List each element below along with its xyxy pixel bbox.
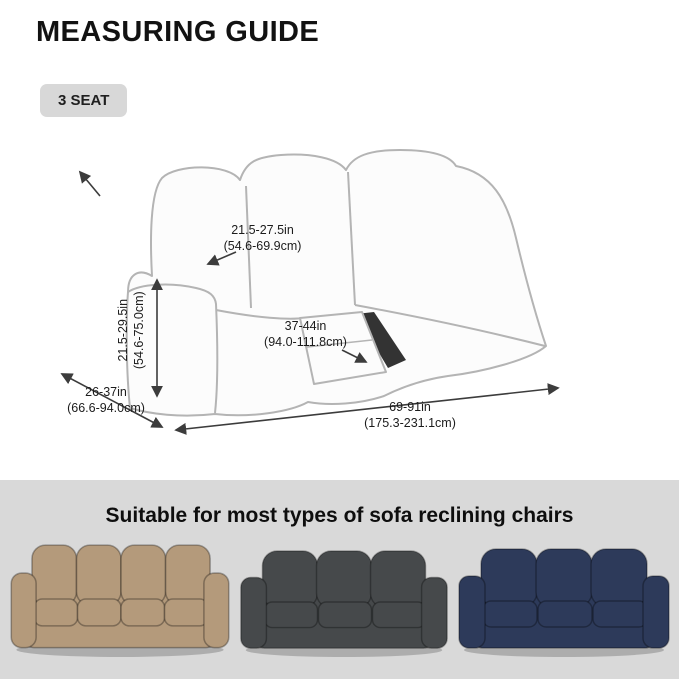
beige-recliner-sofa-image — [9, 544, 230, 658]
overall-width-cm: (175.3-231.1cm) — [364, 416, 456, 431]
back-width-cm: (54.6-69.9cm) — [223, 239, 302, 254]
recliner-length-cm: (94.0-111.8cm) — [264, 335, 347, 350]
sofa-measurement-diagram: 21.5-27.5in (54.6-69.9cm) 21.5-29.5in (5… — [40, 149, 560, 435]
navy-sofa-color — [457, 548, 670, 658]
recliner-length-inches: 37-44in — [284, 319, 327, 333]
back-height-label: 21.5-29.5in (54.6-75.0cm) — [115, 270, 148, 390]
back-height-cm: (54.6-75.0cm) — [132, 291, 146, 370]
corner-pointer-arrow — [78, 170, 101, 197]
suitability-section: Suitable for most types of sofa reclinin… — [0, 480, 679, 679]
back-height-inches: 21.5-29.5in — [115, 298, 130, 362]
back-width-label: 21.5-27.5in (54.6-69.9cm) — [190, 222, 335, 255]
extended-footrest — [299, 311, 387, 385]
dark-gray-recliner-sofa-image — [239, 550, 448, 658]
recliner-length-label: 37-44in (94.0-111.8cm) — [233, 318, 378, 351]
depth-label: 26-37in (66.6-94.0cm) — [40, 384, 172, 417]
seat-count-badge: 3 SEAT — [40, 84, 128, 117]
navy-recliner-sofa-image — [457, 548, 670, 658]
right-seat-edge — [354, 304, 546, 347]
depth-dimension-arrow — [60, 373, 164, 428]
overall-width-inches: 69-91in — [389, 400, 431, 414]
overall-width-label: 69-91in (175.3-231.1cm) — [330, 399, 490, 432]
cushion-separator-left — [245, 185, 252, 309]
width-dimension-arrow — [174, 383, 560, 435]
left-seat-edge — [215, 309, 305, 320]
suitability-heading: Suitable for most types of sofa reclinin… — [105, 504, 574, 527]
recliner-length-pointer-arrow — [341, 349, 368, 363]
depth-inches: 26-37in — [85, 385, 127, 399]
back-width-pointer-arrow — [206, 251, 237, 266]
recliner-sofa-line-drawing — [60, 149, 560, 435]
dark-gray-sofa-color — [239, 550, 448, 658]
example-sofa-row — [0, 542, 679, 658]
back-width-inches: 21.5-27.5in — [231, 223, 294, 237]
page-title: MEASURING GUIDE — [36, 16, 320, 48]
depth-cm: (66.6-94.0cm) — [67, 401, 145, 416]
cushion-separator-right — [347, 171, 356, 306]
beige-sofa-color — [9, 544, 230, 658]
footrest-fold-line — [306, 339, 373, 348]
